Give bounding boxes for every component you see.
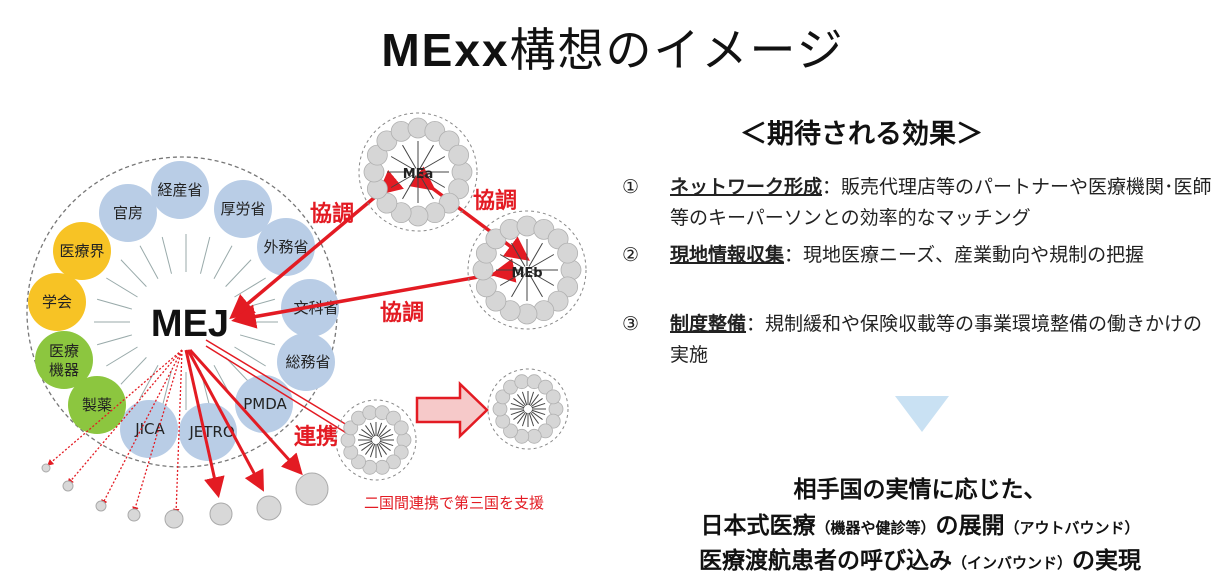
effect-term: ネットワーク形成: [670, 176, 823, 198]
ministry-circle-mic: [277, 333, 335, 391]
industry-circle-pharmaceuticals: [68, 376, 126, 434]
result-line-3-paren: （インバウンド）: [951, 554, 1072, 572]
link-label-cooperation-middle: 協調: [380, 300, 424, 326]
industry-circle-academic-society: [28, 273, 86, 331]
ministry-circle-meti: [151, 161, 209, 219]
partner-cluster-collaborator: [335, 399, 417, 481]
result-line-2-mid: の展開: [935, 513, 1005, 539]
effects-heading: ＜期待される効果＞: [740, 119, 983, 150]
result-line-2-paren-2: （アウトバウンド）: [1004, 519, 1140, 537]
industry-label-medical-field: 医療界: [59, 242, 104, 260]
industry-circle-medical-devices: [35, 331, 93, 389]
expansion-solid-lines: [184, 348, 303, 499]
title-japanese: 構想のイメージ: [509, 23, 845, 77]
link-label-collaboration: 連携: [294, 424, 338, 450]
industry-label-medical-devices-1: 医療: [49, 342, 79, 360]
industry-circle-medical-field: [53, 222, 111, 280]
effect-item-info-gathering: ② 現地情報収集：現地医療ニーズ、産業動向や規制の把握: [622, 240, 1217, 271]
result-line-2: 日本式医療（機器や健診等）の展開（アウトバウンド）: [600, 506, 1226, 540]
effect-number: ②: [622, 244, 640, 266]
expansion-dotted-lines: [47, 349, 183, 516]
result-line-3-main: 医療渡航患者の呼び込み: [698, 548, 952, 574]
ministry-label-mhlw: 厚労省: [220, 200, 265, 218]
ministry-label-pmda: PMDA: [243, 395, 287, 413]
result-line-1-text: 相手国の実情に応じた、: [793, 477, 1047, 503]
collaboration-link: [205, 339, 353, 435]
industry-label-pharmaceuticals: 製薬: [82, 396, 112, 414]
page-title: MExx構想のイメージ: [0, 14, 1226, 80]
mej-hub-label: MEJ: [151, 303, 229, 345]
ministry-label-meti: 経産省: [157, 181, 202, 199]
result-line-3-end: の実現: [1072, 548, 1141, 574]
effect-text: ：規制緩和や保険収載等の事業環境整備の働きかけの実施: [670, 313, 1203, 366]
result-line-3: 医療渡航患者の呼び込み（インバウンド）の実現: [600, 541, 1226, 575]
ministry-label-jica: JICA: [134, 420, 165, 438]
title-latin: MExx: [381, 24, 510, 76]
industry-label-medical-devices-2: 機器: [49, 361, 79, 379]
partner-cluster-third-country: [487, 368, 569, 450]
effect-text: ：販売代理店等のパートナーや医療機関･医師等のキーパーソンとの効率的なマッチング: [670, 176, 1212, 229]
partner-cluster-mea: [358, 112, 478, 232]
ministry-label-mofa: 外務省: [263, 238, 308, 256]
effect-item-network: ① ネットワーク形成：販売代理店等のパートナーや医療機関･医師等のキーパーソンと…: [622, 172, 1217, 234]
ministry-circle-jica: [120, 400, 178, 458]
result-line-2-main: 日本式医療: [700, 513, 816, 539]
effect-term: 現地情報収集: [670, 244, 785, 266]
link-label-cooperation-right: 協調: [473, 188, 517, 214]
result-line-2-paren-1: （機器や健診等）: [815, 519, 936, 537]
ministry-circle-pmda: [235, 375, 293, 433]
ministry-label-jetro: JETRO: [188, 423, 234, 441]
effect-number: ①: [622, 176, 640, 198]
ministry-label-official-residence: 官房: [113, 204, 143, 222]
partner-label-mea: MEa: [403, 167, 434, 182]
third-country-small-nodes: [41, 463, 329, 529]
link-label-cooperation-left: 協調: [310, 201, 354, 227]
network-diagram: 官房 経産省 厚労省 外務省 文科省 総務省 PMDA JETRO JICA 医…: [26, 112, 587, 529]
industry-label-academic-society: 学会: [42, 293, 72, 311]
ministry-circle-official-residence: [99, 184, 157, 242]
effect-term: 制度整備: [670, 313, 747, 335]
partner-clusters: [335, 112, 587, 481]
support-block-arrow: [415, 381, 489, 439]
partner-cluster-meb: [467, 210, 587, 330]
effect-text: ：現地医療ニーズ、産業動向や規制の把握: [784, 244, 1145, 266]
result-down-arrow-icon: [895, 396, 949, 432]
third-country-caption: 二国間連携で第三国を支援: [364, 494, 544, 512]
industry-labels: 医療界 学会 医療 機器 製薬: [42, 242, 112, 414]
effect-number: ③: [622, 313, 640, 335]
result-line-1: 相手国の実情に応じた、: [600, 470, 1226, 504]
effect-item-regulation: ③ 制度整備：規制緩和や保険収載等の事業環境整備の働きかけの実施: [622, 309, 1217, 371]
ministry-label-mic: 総務省: [285, 353, 330, 371]
partner-label-meb: MEb: [511, 266, 542, 281]
